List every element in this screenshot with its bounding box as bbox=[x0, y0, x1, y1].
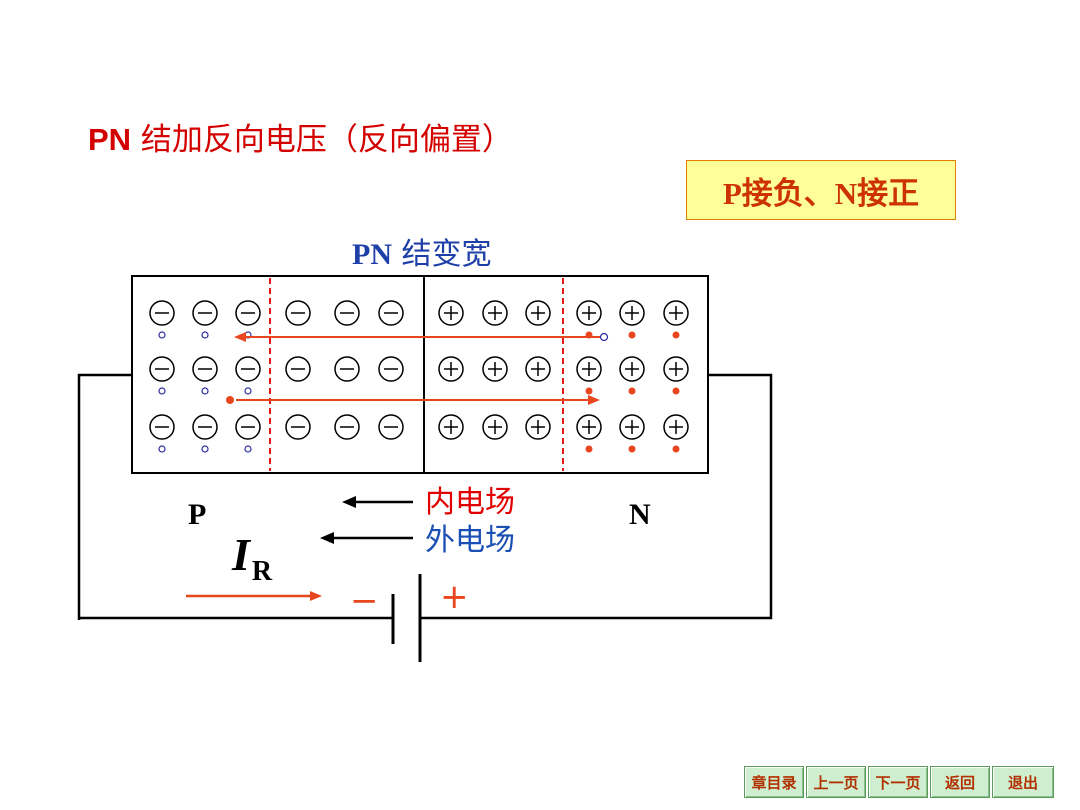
outer-field-label: 外电场 bbox=[425, 523, 515, 558]
hole bbox=[244, 445, 252, 453]
back-button[interactable]: 返回 bbox=[930, 766, 990, 798]
electron bbox=[628, 331, 636, 339]
current-subscript: R bbox=[252, 556, 273, 587]
prev-page-button[interactable]: 上一页 bbox=[806, 766, 866, 798]
outer-field-arrowhead bbox=[320, 532, 334, 544]
title-prefix: PN bbox=[88, 122, 132, 157]
electron bbox=[585, 445, 593, 453]
semiconductor-block bbox=[131, 275, 709, 474]
hole bbox=[158, 445, 166, 453]
slide-title: PN 结加反向电压（反向偏置） bbox=[88, 114, 513, 159]
hole bbox=[158, 331, 166, 339]
inner-field-arrowhead bbox=[342, 496, 356, 508]
right-wire bbox=[420, 373, 773, 620]
battery-plus-sign: + bbox=[440, 577, 469, 617]
electron bbox=[672, 445, 680, 453]
current-arrowhead bbox=[310, 591, 322, 601]
electron bbox=[672, 331, 680, 339]
junction-label-rest: 结变宽 bbox=[392, 237, 492, 272]
left-wire bbox=[77, 373, 132, 620]
current-label: IR bbox=[231, 529, 273, 587]
hole bbox=[244, 387, 252, 395]
electron bbox=[628, 445, 636, 453]
n-region-label: N bbox=[629, 498, 651, 531]
exit-button[interactable]: 退出 bbox=[992, 766, 1054, 798]
electron bbox=[628, 387, 636, 395]
chapter-toc-button[interactable]: 章目录 bbox=[744, 766, 804, 798]
inner-field-label: 内电场 bbox=[425, 485, 515, 520]
hole bbox=[201, 387, 209, 395]
p-region-label: P bbox=[188, 498, 206, 531]
bias-note-text: P接负、N接正 bbox=[722, 175, 920, 211]
drifting-hole bbox=[599, 332, 609, 342]
junction-label-prefix: PN bbox=[352, 238, 392, 271]
bias-note: P接负、N接正 bbox=[686, 160, 956, 220]
current-symbol: I bbox=[231, 529, 252, 580]
junction-label: PN 结变宽 bbox=[352, 237, 492, 272]
electron bbox=[585, 387, 593, 395]
electron bbox=[672, 387, 680, 395]
hole bbox=[201, 445, 209, 453]
next-page-button[interactable]: 下一页 bbox=[868, 766, 928, 798]
title-rest: 结加反向电压（反向偏置） bbox=[131, 122, 513, 158]
nav-bar: 章目录 上一页 下一页 返回 退出 bbox=[744, 766, 1054, 798]
hole bbox=[158, 387, 166, 395]
drifting-electron bbox=[226, 396, 234, 404]
electron-drift-arrowhead bbox=[588, 395, 600, 405]
hole-drift-arrowhead bbox=[234, 332, 246, 342]
battery-minus-sign: − bbox=[350, 581, 379, 621]
hole bbox=[201, 331, 209, 339]
carriers-layer bbox=[149, 300, 689, 453]
